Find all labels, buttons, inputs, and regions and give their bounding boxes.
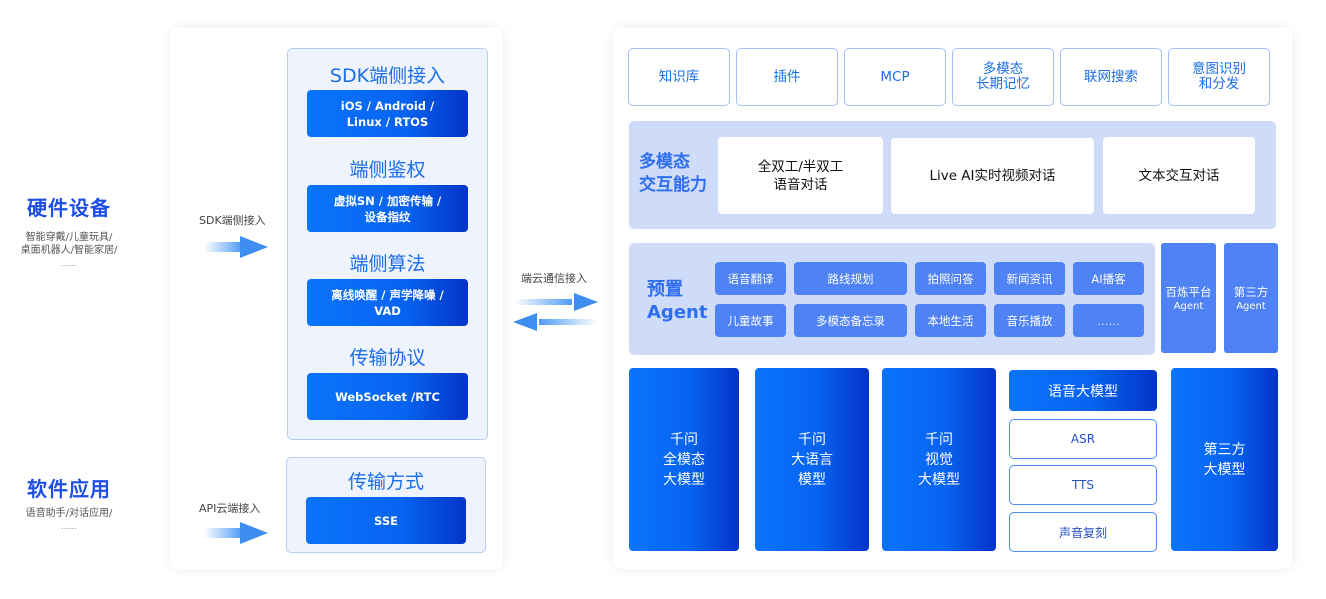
device-algorithm-title: 端侧算法 xyxy=(349,253,426,275)
device-auth-box: 虚拟SN / 加密传输 / 设备指纹 xyxy=(307,185,468,232)
capability-knowledge-base: 知识库 xyxy=(628,48,730,106)
qwen-omni-model: 千问 全模态 大模型 xyxy=(629,368,739,551)
sdk-group: SDK端侧接入 iOS / Android / Linux / RTOS 端侧鉴… xyxy=(287,48,488,440)
software-apps-title: 软件应用 xyxy=(27,477,111,501)
bailian-agent-line2: Agent xyxy=(1173,301,1204,312)
agent-chip-multimodal-memo: 多模态备忘录 xyxy=(794,304,907,337)
agent-chip-ai-podcast: AI播客 xyxy=(1073,262,1144,295)
live-ai-video-card: Live AI实时视频对话 xyxy=(891,138,1094,214)
sdk-access-arrow-icon xyxy=(204,236,268,258)
software-apps-ellipsis: …… xyxy=(61,522,77,531)
duplex-voice-card: 全双工/半双工 语音对话 xyxy=(718,137,883,214)
capability-intent-routing: 意图识别 和分发 xyxy=(1168,48,1270,106)
device-algorithm-box: 离线唤醒 / 声学降噪 / VAD xyxy=(307,279,468,326)
hardware-devices-title: 硬件设备 xyxy=(27,196,111,220)
speech-tts: TTS xyxy=(1009,465,1157,505)
cloud-to-edge-arrow-icon xyxy=(513,313,597,331)
agent-chip-route-planning: 路线规划 xyxy=(794,262,907,295)
edge-to-cloud-arrow-icon xyxy=(514,293,598,311)
third-party-agent-line2: Agent xyxy=(1236,301,1266,312)
hardware-devices-subtitle-1: 智能穿戴/儿童玩具/ xyxy=(25,232,113,243)
bailian-agent-line1: 百炼平台 xyxy=(1165,285,1212,299)
sse-box: SSE xyxy=(306,497,466,544)
edge-cloud-label: 端云通信接入 xyxy=(521,272,587,285)
capability-web-search: 联网搜索 xyxy=(1060,48,1162,106)
bailian-agent-box: 百炼平台 Agent xyxy=(1161,243,1216,353)
agent-chip-more: …… xyxy=(1073,304,1144,337)
multimodal-interaction-title: 多模态 交互能力 xyxy=(639,152,707,195)
preset-agent-title: 预置 Agent xyxy=(647,279,708,323)
third-party-agent-box: 第三方 Agent xyxy=(1224,243,1278,353)
device-auth-title: 端侧鉴权 xyxy=(349,159,426,181)
capability-plugins: 插件 xyxy=(736,48,838,106)
capability-multimodal-memory: 多模态 长期记忆 xyxy=(952,48,1054,106)
third-party-llm: 第三方 大模型 xyxy=(1171,368,1278,551)
third-party-agent-line1: 第三方 xyxy=(1233,285,1269,299)
agent-chip-news: 新闻资讯 xyxy=(994,262,1065,295)
sdk-access-title: SDK端侧接入 xyxy=(329,65,446,87)
hardware-devices-subtitle-2: 桌面机器人/智能家居/ xyxy=(20,245,118,256)
api-access-arrow-icon xyxy=(204,522,268,544)
agent-chip-translation: 语音翻译 xyxy=(715,262,786,295)
agent-chip-photo-qa: 拍照问答 xyxy=(915,262,986,295)
hardware-devices-ellipsis: …… xyxy=(61,259,77,268)
capability-mcp: MCP xyxy=(844,48,946,106)
qwen-llm-model: 千问 大语言 模型 xyxy=(755,368,869,551)
speech-voice-clone: 声音复刻 xyxy=(1009,512,1157,552)
agent-chip-kids-stories: 儿童故事 xyxy=(715,304,786,337)
agent-chip-music: 音乐播放 xyxy=(994,304,1065,337)
speech-model-title: 语音大模型 xyxy=(1009,370,1157,411)
text-interaction-card: 文本交互对话 xyxy=(1103,137,1255,214)
api-group: 传输方式 SSE xyxy=(286,457,486,553)
api-access-label: API云端接入 xyxy=(199,502,261,515)
agent-chip-local-life: 本地生活 xyxy=(915,304,986,337)
preset-agent-band: 预置 Agent 语音翻译 路线规划 拍照问答 新闻资讯 AI播客 儿童故事 多… xyxy=(629,243,1155,355)
speech-asr: ASR xyxy=(1009,419,1157,459)
software-apps-subtitle-1: 语音助手/对话应用/ xyxy=(25,508,113,519)
transport-method-title: 传输方式 xyxy=(347,471,424,493)
transport-protocol-box: WebSocket /RTC xyxy=(307,373,468,420)
transport-protocol-title: 传输协议 xyxy=(349,347,426,369)
qwen-vision-model: 千问 视觉 大模型 xyxy=(882,368,996,551)
platform-box: iOS / Android / Linux / RTOS xyxy=(307,90,468,137)
multimodal-interaction-band: 多模态 交互能力 全双工/半双工 语音对话 Live AI实时视频对话 文本交互… xyxy=(629,121,1276,229)
sdk-access-label: SDK端侧接入 xyxy=(199,214,266,227)
